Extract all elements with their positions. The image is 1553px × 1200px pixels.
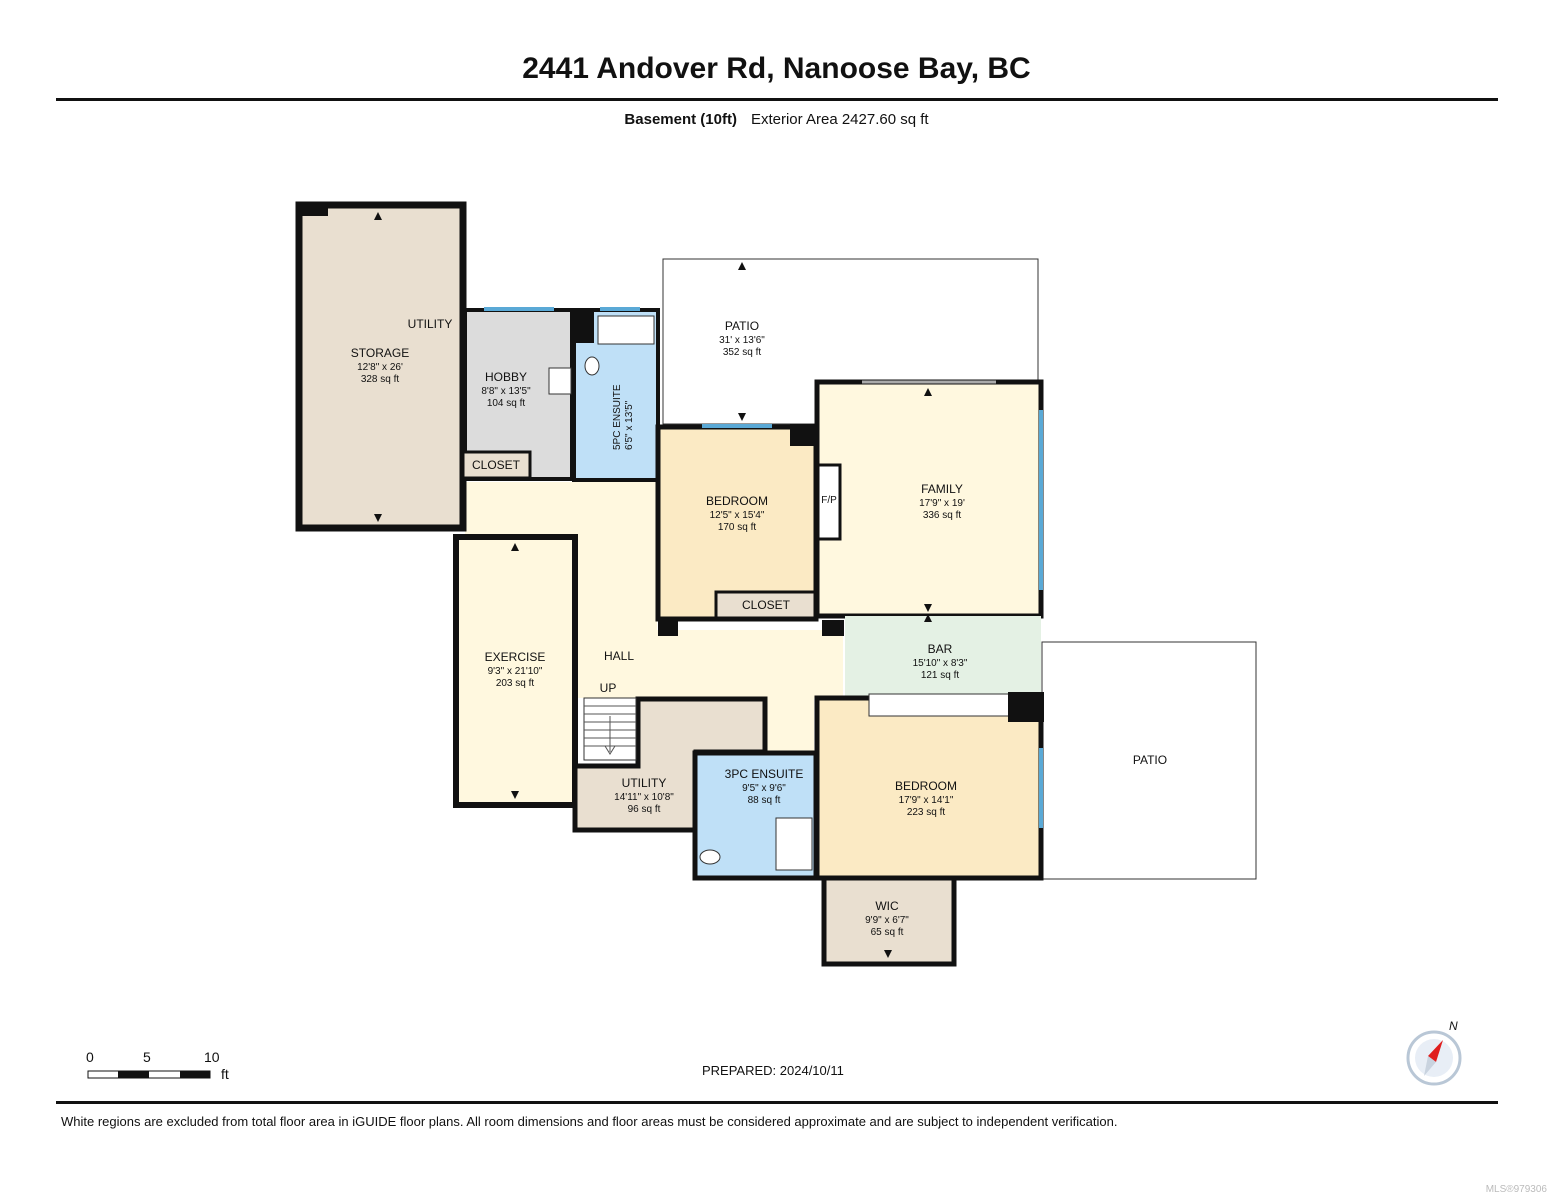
- scale-bar: [87, 1070, 211, 1079]
- room-dims-hobby: 8'8" x 13'5": [481, 386, 531, 397]
- label-fireplace: F/P: [821, 495, 837, 506]
- room-area-patio-top: 352 sq ft: [723, 347, 762, 358]
- room-name-wic: WIC: [875, 899, 899, 913]
- room-name-patio-top: PATIO: [725, 319, 759, 333]
- room-name-bedroom1: BEDROOM: [706, 494, 768, 508]
- room-area-bedroom1: 170 sq ft: [718, 522, 757, 533]
- label-patio-right: PATIO: [1133, 753, 1167, 767]
- subtitle: Basement (10ft) Exterior Area 2427.60 sq …: [0, 111, 1553, 128]
- fireplace: [816, 463, 842, 541]
- room-name-utility-low: UTILITY: [622, 776, 667, 790]
- room-dims-bedroom1: 12'5" x 15'4": [710, 510, 765, 521]
- scale-tick-0: 0: [86, 1049, 94, 1065]
- footer-rule: [56, 1101, 1498, 1104]
- room-dims-exercise: 9'3" x 21'10": [488, 666, 543, 677]
- room-dims-utility-low: 14'11" x 10'8": [614, 792, 674, 803]
- room-name-bar: BAR: [928, 642, 953, 656]
- scale-unit: ft: [221, 1066, 229, 1082]
- room-dims-bedroom2: 17'9" x 14'1": [899, 795, 954, 806]
- scale-tick-10: 10: [204, 1049, 220, 1065]
- shower: [775, 817, 813, 871]
- exterior-area: Exterior Area 2427.60 sq ft: [750, 111, 929, 128]
- room-dims-ensuite3: 9'5" x 9'6": [742, 783, 786, 794]
- room-name-ensuite3: 3PC ENSUITE: [725, 767, 804, 781]
- room-area-bedroom2: 223 sq ft: [907, 807, 946, 818]
- room-dims-bar: 15'10" x 8'3": [913, 658, 968, 669]
- room-area-utility-low: 96 sq ft: [628, 804, 661, 815]
- footnote: White regions are excluded from total fl…: [61, 1114, 1118, 1129]
- scale-tick-5: 5: [143, 1049, 151, 1065]
- room-dims-family: 17'9" x 19': [919, 498, 965, 509]
- compass-label: N: [1449, 1019, 1458, 1033]
- bathtub: [597, 315, 655, 345]
- room-label-ensuite5: 5PC ENSUITE6'5" x 13'5": [612, 384, 635, 450]
- label-hall: HALL: [604, 649, 634, 663]
- toilet-5pc: [584, 356, 600, 376]
- label-closet-hobby: CLOSET: [472, 458, 521, 472]
- toilet-3pc: [699, 849, 721, 865]
- room-name-bedroom2: BEDROOM: [895, 779, 957, 793]
- patio-right-area: [1041, 641, 1257, 880]
- level-label: Basement (10ft): [624, 111, 737, 128]
- hall-area: [465, 482, 843, 752]
- room-exercise: [453, 534, 578, 808]
- header-rule: [56, 98, 1498, 101]
- room-area-storage: 328 sq ft: [361, 374, 400, 385]
- room-name-hobby: HOBBY: [485, 370, 527, 384]
- label-closet-bedroom: CLOSET: [742, 598, 791, 612]
- room-labels: STORAGE 12'8" x 26'328 sq ft HOBBY 8'8" x 1…: [351, 319, 968, 938]
- hobby-sink: [548, 367, 572, 395]
- room-area-hobby: 104 sq ft: [487, 398, 526, 409]
- room-name-family: FAMILY: [921, 482, 963, 496]
- label-up: UP: [600, 681, 617, 695]
- room-area-wic: 65 sq ft: [871, 927, 904, 938]
- room-area-bar: 121 sq ft: [921, 670, 960, 681]
- room-name-exercise: EXERCISE: [485, 650, 546, 664]
- closet-bedroom: [714, 590, 817, 620]
- room-storage: [295, 201, 467, 532]
- room-area-family: 336 sq ft: [923, 510, 962, 521]
- room-wic: [821, 875, 957, 967]
- address-title: 2441 Andover Rd, Nanoose Bay, BC: [522, 52, 1031, 85]
- compass-icon: [1406, 1030, 1462, 1086]
- room-dims-storage: 12'8" x 26': [357, 362, 403, 373]
- closet-hobby: [461, 450, 532, 480]
- room-dims-patio-top: 31' x 13'6": [719, 335, 765, 346]
- room-name-storage: STORAGE: [351, 346, 409, 360]
- room-area-exercise: 203 sq ft: [496, 678, 535, 689]
- mls-watermark: MLS®979306: [1485, 1184, 1547, 1195]
- room-area-ensuite3: 88 sq ft: [748, 795, 781, 806]
- room-dims-wic: 9'9" x 6'7": [865, 915, 909, 926]
- prepared-date: PREPARED: 2024/10/11: [702, 1063, 844, 1078]
- label-utility-top: UTILITY: [408, 317, 453, 331]
